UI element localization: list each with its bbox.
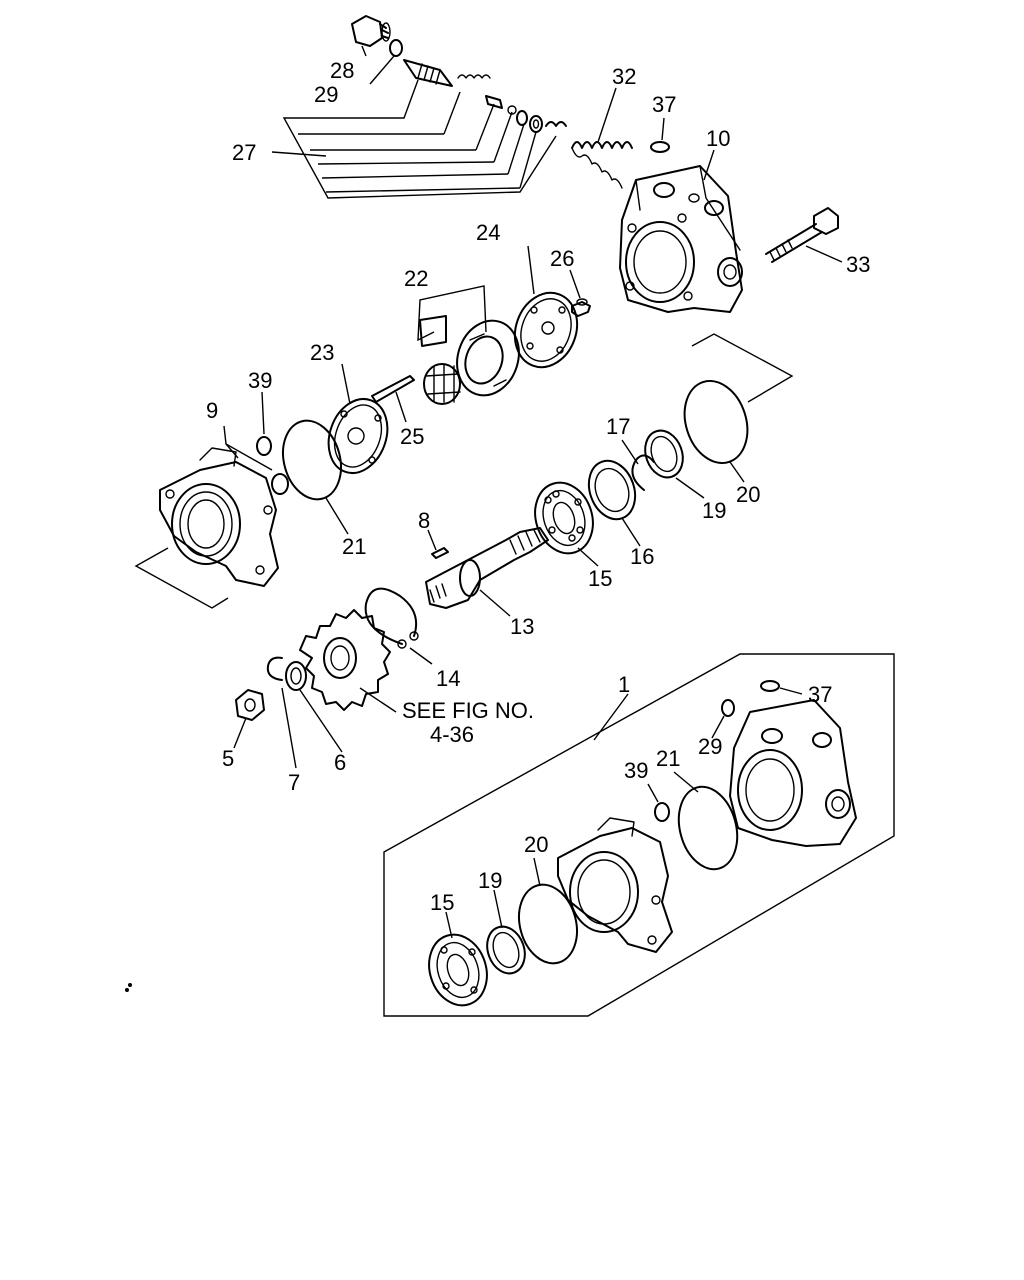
label-10: 10 bbox=[706, 126, 730, 151]
label-28: 28 bbox=[330, 58, 354, 83]
part-28-plug bbox=[351, 15, 391, 47]
kit-part-20-o-ring bbox=[518, 883, 578, 965]
label-29: 29 bbox=[314, 82, 338, 107]
stray-mark bbox=[125, 983, 132, 992]
part-9-front-housing bbox=[159, 425, 289, 587]
label-32: 32 bbox=[612, 64, 636, 89]
part-10-housing bbox=[619, 165, 743, 313]
see-fig-note-line1: SEE FIG NO. bbox=[402, 698, 534, 723]
kit-label-37: 37 bbox=[808, 682, 832, 707]
label-15: 15 bbox=[588, 566, 612, 591]
kit-label-15: 15 bbox=[430, 890, 454, 915]
part-25-pin bbox=[371, 375, 415, 403]
kit-label-39: 39 bbox=[624, 758, 648, 783]
kit-part-39-o-ring bbox=[654, 802, 670, 822]
part-24-plate bbox=[513, 291, 579, 369]
kit-part-37-o-ring bbox=[760, 680, 780, 692]
leader-lines bbox=[233, 45, 803, 939]
part-33-bolt bbox=[765, 207, 843, 263]
kit-front-housing-9 bbox=[557, 817, 673, 953]
part-27-leader-bracket bbox=[282, 79, 557, 199]
label-9: 9 bbox=[206, 398, 218, 423]
label-25: 25 bbox=[400, 424, 424, 449]
label-26: 26 bbox=[550, 246, 574, 271]
label-6: 6 bbox=[334, 750, 346, 775]
label-17: 17 bbox=[606, 414, 630, 439]
label-5: 5 bbox=[222, 746, 234, 771]
part-6-washer bbox=[285, 661, 307, 691]
label-8: 8 bbox=[418, 508, 430, 533]
gear-see-fig bbox=[299, 609, 391, 711]
label-21: 21 bbox=[342, 534, 366, 559]
label-33: 33 bbox=[846, 252, 870, 277]
part-29-o-ring bbox=[389, 39, 403, 57]
part-27-valve-set bbox=[403, 59, 567, 133]
label-20: 20 bbox=[736, 482, 760, 507]
label-7: 7 bbox=[288, 770, 300, 795]
kit-label-29: 29 bbox=[698, 734, 722, 759]
part-19-oil-seal bbox=[644, 429, 684, 479]
label-37: 37 bbox=[652, 92, 676, 117]
part-21-o-ring bbox=[282, 419, 342, 501]
bracket-right-upper bbox=[691, 333, 794, 403]
label-1: 1 bbox=[618, 672, 630, 697]
see-fig-note-line2: 4-36 bbox=[430, 722, 474, 747]
label-23: 23 bbox=[310, 340, 334, 365]
label-22: 22 bbox=[404, 266, 428, 291]
part-14-snap-ring bbox=[364, 587, 419, 649]
part-7-lock-washer bbox=[266, 656, 283, 681]
part-39-o-ring bbox=[256, 436, 272, 456]
part-37-o-ring bbox=[650, 141, 670, 153]
kit-label-20: 20 bbox=[524, 832, 548, 857]
part-22-cam-ring bbox=[417, 285, 520, 397]
kit-part-29-o-ring bbox=[721, 699, 735, 717]
part-22-rotor bbox=[423, 363, 461, 405]
bracket-lower-left bbox=[134, 547, 229, 609]
part-8-key bbox=[431, 547, 449, 559]
labels: 28 29 27 32 37 10 33 24 26 22 23 39 9 25… bbox=[206, 58, 870, 915]
part-20-o-ring bbox=[683, 379, 749, 465]
kit-part-21-o-ring bbox=[677, 785, 739, 871]
part-32-spring bbox=[571, 141, 633, 189]
label-14: 14 bbox=[436, 666, 460, 691]
part-15-bearing bbox=[534, 481, 594, 555]
kit-part-15-bearing bbox=[428, 933, 488, 1007]
label-19: 19 bbox=[702, 498, 726, 523]
kit-label-19: 19 bbox=[478, 868, 502, 893]
part-23-side-plate bbox=[327, 398, 389, 474]
part-13-shaft bbox=[425, 527, 549, 609]
label-24: 24 bbox=[476, 220, 500, 245]
label-16: 16 bbox=[630, 544, 654, 569]
label-39: 39 bbox=[248, 368, 272, 393]
part-5-nut bbox=[235, 689, 265, 721]
kit-part-19-oil-seal bbox=[486, 925, 526, 975]
kit-label-21: 21 bbox=[656, 746, 680, 771]
kit-housing-10 bbox=[729, 699, 857, 847]
kit-1-outline bbox=[383, 653, 895, 1017]
label-27: 27 bbox=[232, 140, 256, 165]
label-13: 13 bbox=[510, 614, 534, 639]
part-26-screw bbox=[571, 298, 591, 317]
